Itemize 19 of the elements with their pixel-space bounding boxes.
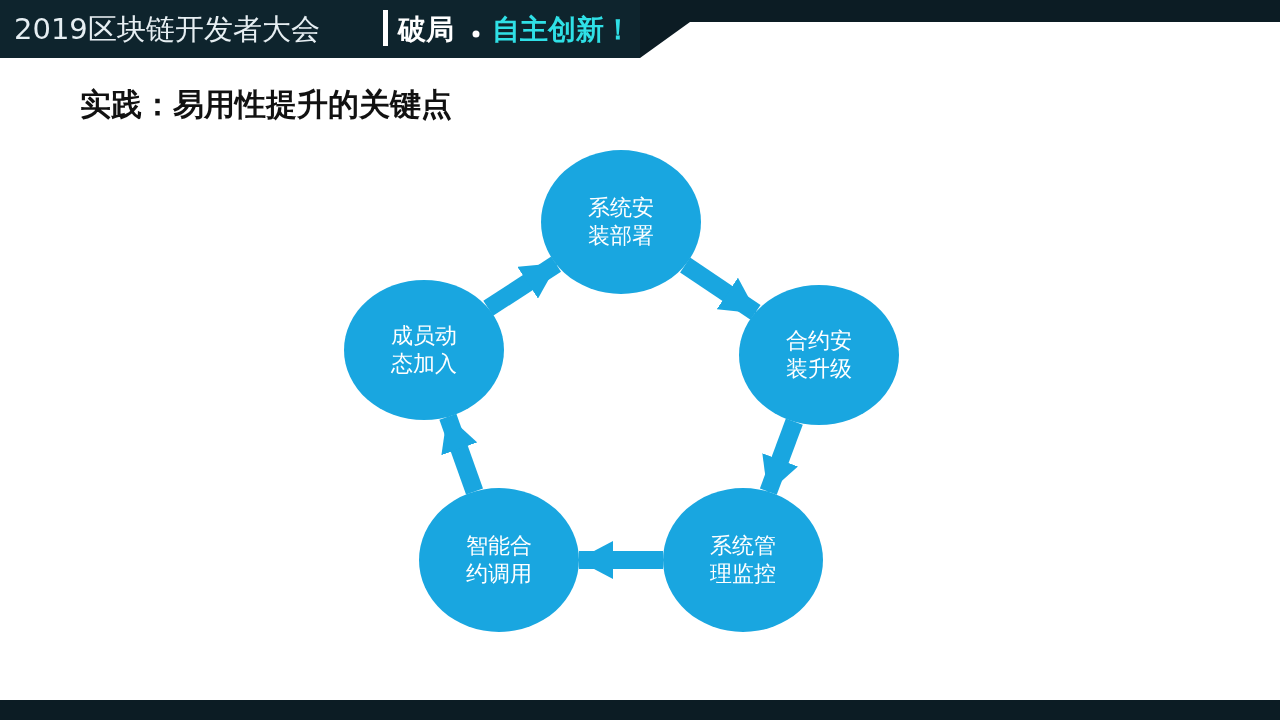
slogan-text: 自主创新！ (492, 12, 632, 48)
node-label: 成员动态加入 (390, 322, 458, 378)
node-label: 系统管理监控 (709, 532, 777, 588)
node-label: 智能合约调用 (465, 532, 533, 588)
block-arrow (680, 257, 761, 320)
process-circle (739, 285, 899, 425)
process-circle (344, 280, 504, 420)
block-arrow (483, 256, 562, 316)
block-arrow (759, 418, 803, 495)
node-label: 合约安装升级 (785, 327, 853, 383)
block-arrow (577, 541, 663, 579)
node-label: 系统安装部署 (587, 194, 655, 250)
header-text: 2019区块链开发者大会 (14, 11, 320, 48)
slide-title: 实践：易用性提升的关键点 (80, 85, 452, 124)
process-circle (541, 150, 701, 294)
block-arrow (439, 413, 483, 495)
process-circle (419, 488, 579, 632)
process-circle (663, 488, 823, 632)
slogan-text: 破局 (398, 12, 454, 48)
